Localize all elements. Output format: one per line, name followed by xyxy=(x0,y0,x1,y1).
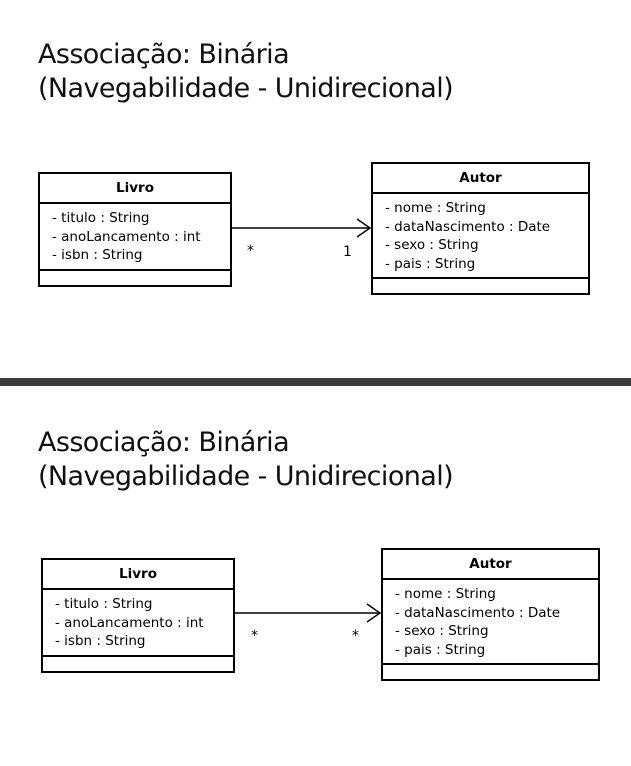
source-multiplicity: * xyxy=(251,628,258,644)
association-arrow xyxy=(232,218,372,238)
slide-2: Associação: Binária (Navegabilidade - Un… xyxy=(0,386,631,766)
attribute-nome: - nome : String xyxy=(395,586,496,602)
target-multiplicity: 1 xyxy=(343,244,352,260)
class-name: Livro xyxy=(40,174,230,204)
source-multiplicity: * xyxy=(247,243,254,259)
slide-title: Associação: Binária (Navegabilidade - Un… xyxy=(38,426,454,494)
attribute-compartment: - titulo : String - anoLancamento : int … xyxy=(40,204,230,271)
attribute-compartment: - nome : String - dataNascimento : Date … xyxy=(383,580,598,665)
attribute-datanascimento: - dataNascimento : Date xyxy=(395,604,561,621)
title-line-2: (Navegabilidade - Unidirecional) xyxy=(38,461,454,492)
class-livro: Livro - titulo : String - anoLancamento … xyxy=(38,172,232,287)
attribute-datanascimento: - dataNascimento : Date xyxy=(385,218,551,235)
attribute-compartment: - titulo : String - anoLancamento : int … xyxy=(43,590,233,657)
attribute-compartment: - nome : String - dataNascimento : Date … xyxy=(373,194,588,279)
title-line-1: Associação: Binária xyxy=(38,427,290,458)
association-arrow xyxy=(235,603,382,623)
slide-divider xyxy=(0,378,631,386)
title-line-1: Associação: Binária xyxy=(38,39,290,70)
attribute-anolancamento: - anoLancamento : int xyxy=(52,228,201,245)
navigability-arrowhead xyxy=(356,218,372,238)
attribute-pais: - pais : String xyxy=(385,255,476,272)
attribute-isbn: - isbn : String xyxy=(52,247,143,263)
attribute-titulo: - titulo : String xyxy=(52,210,150,226)
title-line-2: (Navegabilidade - Unidirecional) xyxy=(38,73,454,104)
class-name: Autor xyxy=(383,550,598,580)
class-name: Livro xyxy=(43,560,233,590)
attribute-sexo: - sexo : String xyxy=(385,237,479,253)
class-name: Autor xyxy=(373,164,588,194)
class-livro: Livro - titulo : String - anoLancamento … xyxy=(41,558,235,673)
class-autor: Autor - nome : String - dataNascimento :… xyxy=(381,548,600,681)
target-multiplicity: * xyxy=(352,628,359,644)
class-autor: Autor - nome : String - dataNascimento :… xyxy=(371,162,590,295)
slide-1: Associação: Binária (Navegabilidade - Un… xyxy=(0,0,631,378)
attribute-sexo: - sexo : String xyxy=(395,623,489,639)
attribute-isbn: - isbn : String xyxy=(55,633,146,649)
attribute-nome: - nome : String xyxy=(385,200,486,216)
navigability-arrowhead xyxy=(366,603,382,623)
slide-title: Associação: Binária (Navegabilidade - Un… xyxy=(38,38,454,106)
attribute-anolancamento: - anoLancamento : int xyxy=(55,614,204,631)
attribute-pais: - pais : String xyxy=(395,641,486,658)
attribute-titulo: - titulo : String xyxy=(55,596,153,612)
